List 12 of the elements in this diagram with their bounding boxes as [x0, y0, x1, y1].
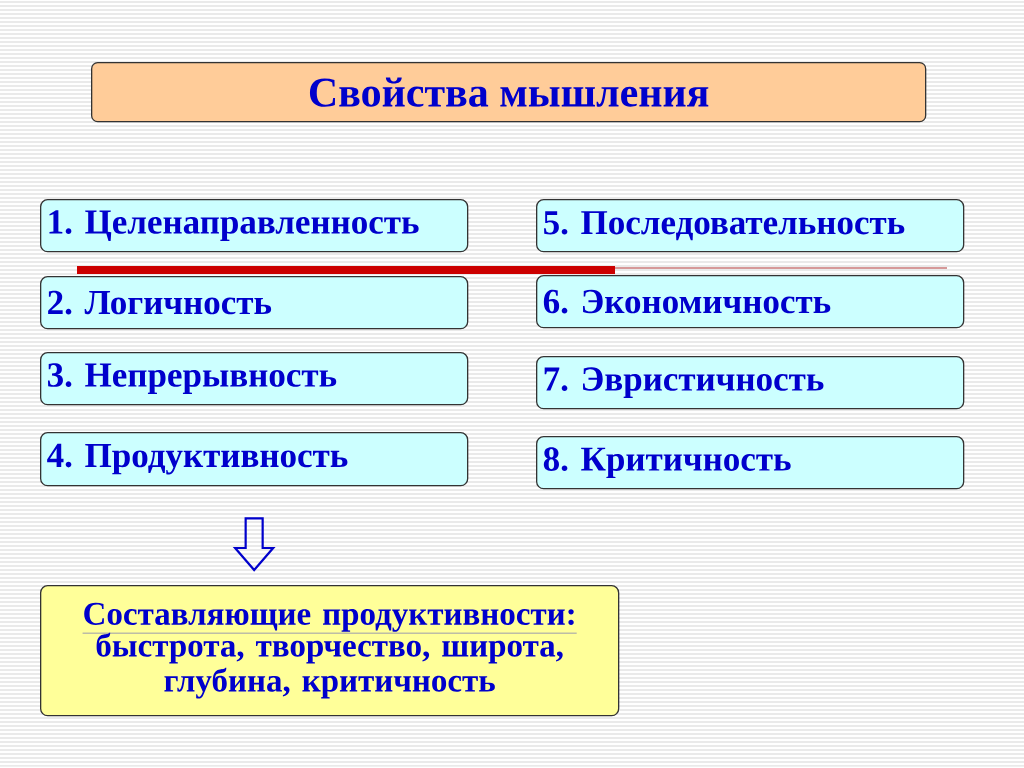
property-box: 6. Экономичность	[536, 275, 965, 329]
title-box: Свойства мышления	[91, 62, 927, 123]
property-box: 5. Последовательность	[536, 199, 965, 253]
body-text: быстрота, творчество, широта, глубина, критичность	[96, 632, 563, 699]
property-box: 8. Критичность	[536, 436, 965, 490]
property-box: 2. Логичность	[40, 276, 469, 330]
property-box: 1. Целенаправленность	[40, 199, 469, 253]
property-box: 4. Продуктивность	[40, 432, 469, 487]
note-box	[40, 585, 620, 717]
property-box: 7. Эвристичность	[536, 356, 965, 410]
property-box: 3. Непрерывность	[40, 352, 469, 406]
hollow-arrow	[232, 517, 276, 572]
